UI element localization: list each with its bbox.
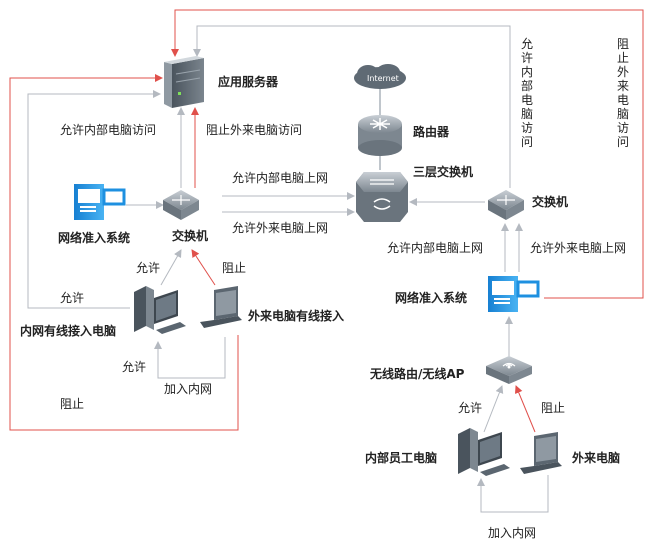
wireless-ap-label: 无线路由/无线AP [369,366,465,381]
right-external-pc-label: 外来电脑 [572,450,620,465]
label-right-block: 阻止 [541,401,565,415]
l3-switch-label: 三层交换机 [413,164,473,179]
label-left-join-allow: 允许 [122,359,146,374]
line-rnac-server-block [171,9,644,299]
wireless-ap-icon [486,356,532,384]
left-internal-pc-icon [134,286,186,334]
left-nac-icon [74,184,126,220]
left-switch-label: 交换机 [172,228,208,243]
internet-label: Internet [367,74,399,83]
right-switch-label: 交换机 [532,194,568,209]
left-internal-pc-label: 内网有线接入电脑 [20,323,116,338]
label-left-block: 阻止 [222,261,246,275]
label-left-join: 加入内网 [164,382,212,396]
label-right-join: 加入内网 [488,526,536,540]
label-left-block-bottom: 阻止 [60,397,84,411]
router-icon [358,115,402,156]
line-lpc-lswitch-allow [160,249,182,286]
router-label: 路由器 [413,124,450,139]
line-rext-ap-block [514,385,536,433]
line-right-join [477,475,549,513]
label-allow-internal-internet: 允许内部电脑上网 [232,170,328,185]
connections [9,9,644,513]
line-lpc-server-allow [27,90,161,309]
right-internal-pc-icon [458,428,510,476]
right-nac-icon [488,276,540,312]
label-left-allow: 允许 [136,260,160,275]
l3-switch-icon [356,172,408,222]
right-internal-pc-label: 内部员工电脑 [365,450,437,465]
line-lext-lswitch-block [191,249,216,286]
left-switch-icon [163,190,199,220]
left-external-laptop-icon [200,286,242,328]
left-nac-label: 网络准入系统 [58,230,130,245]
label-left-allow-side: 允许 [60,290,84,305]
right-external-laptop-icon [520,432,562,474]
label-allow-internal-access: 允许内部电脑访问 [60,122,156,137]
label-right-allow: 允许 [458,400,482,415]
label-vertical-block-external-access: 阻止外来电脑访问 [617,37,629,149]
line-rswitch-server-allow [193,25,511,188]
label-right-allow-external-internet: 允许外来电脑上网 [530,240,626,255]
line-rpc-ap-allow [483,385,504,433]
line-lext-server-block [9,74,239,431]
label-block-external-access: 阻止外来电脑访问 [206,123,302,137]
app-server-label: 应用服务器 [218,74,279,89]
label-right-allow-internal-internet: 允许内部电脑上网 [387,240,483,255]
app-server-icon [164,56,204,108]
label-allow-external-internet: 允许外来电脑上网 [232,220,328,235]
labels: Internet 应用服务器 路由器 三层交换机 交换机 网络准入系统 交换机 … [20,36,629,540]
left-external-pc-label: 外来电脑有线接入 [248,308,344,323]
internet-cloud-icon [354,64,406,89]
label-vertical-allow-internal-access: 允许内部电脑访问 [521,36,533,149]
line-left-join [154,337,226,379]
right-switch-icon [488,190,524,220]
right-nac-label: 网络准入系统 [395,290,467,305]
